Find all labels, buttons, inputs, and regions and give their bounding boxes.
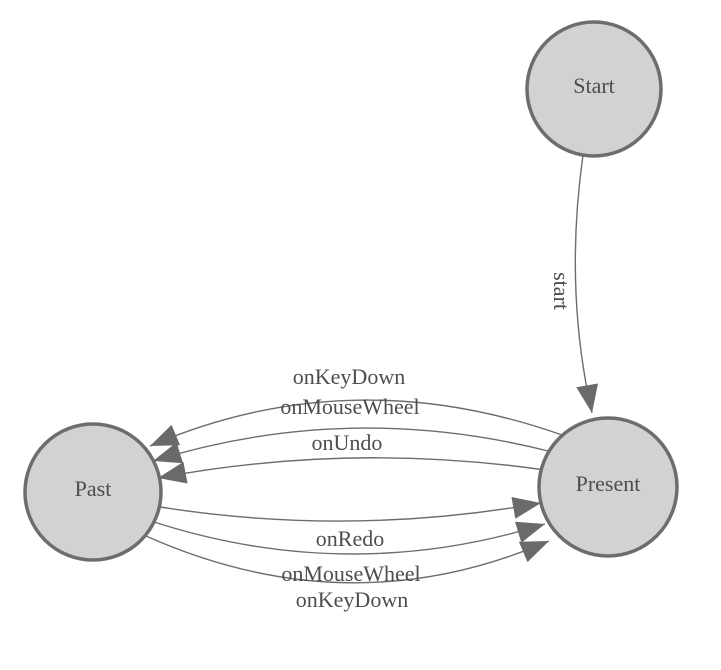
node-present-label: Present: [576, 471, 641, 496]
node-present-circle[interactable]: [537, 416, 679, 558]
edge-present-to-past-onundo: [157, 457, 546, 479]
edge-label-start: start: [549, 272, 574, 310]
node-start-circle[interactable]: [525, 20, 663, 158]
edge-label-onkeydown-top: onKeyDown: [293, 364, 405, 389]
edge-past-to-present-onredo: [159, 502, 542, 522]
state-nodes: Start Past Present: [23, 20, 679, 562]
arrowheads: [150, 383, 598, 563]
edge-label-onredo: onRedo: [316, 526, 384, 551]
edge-label-onmousewheel-bottom: onMouseWheel: [281, 561, 420, 586]
edge-labels: start onKeyDown onMouseWheel onUndo onRe…: [280, 272, 574, 612]
node-past[interactable]: Past: [23, 422, 163, 562]
edge-present-to-past-onkeydown: [149, 399, 563, 447]
edge-start-to-present: [574, 154, 593, 414]
edge-present-to-past-onmousewheel: [152, 427, 553, 462]
arrowhead-onundo-into-past: [158, 461, 188, 484]
arrowhead-onmousewheel-into-present: [515, 521, 545, 543]
arrowhead-onkeydown-into-past: [150, 424, 181, 446]
edge-label-onkeydown-bottom: onKeyDown: [296, 587, 408, 612]
node-past-label: Past: [75, 476, 112, 501]
arrowhead-onkeydown-into-present: [518, 541, 549, 563]
edge-past-to-present-onkeydown: [145, 535, 550, 584]
edge-lines: [145, 154, 593, 584]
arrowhead-onredo-into-present: [511, 497, 541, 519]
arrowhead-start-to-present: [576, 383, 598, 413]
node-start[interactable]: Start: [525, 20, 663, 158]
node-past-circle[interactable]: [23, 422, 163, 562]
node-start-label: Start: [573, 73, 615, 98]
edge-label-onmousewheel-top: onMouseWheel: [280, 394, 419, 419]
edge-label-onundo: onUndo: [312, 430, 383, 455]
node-present[interactable]: Present: [537, 416, 679, 558]
edge-past-to-present-onmousewheel: [153, 521, 546, 555]
arrowhead-onmousewheel-into-past: [153, 442, 183, 464]
